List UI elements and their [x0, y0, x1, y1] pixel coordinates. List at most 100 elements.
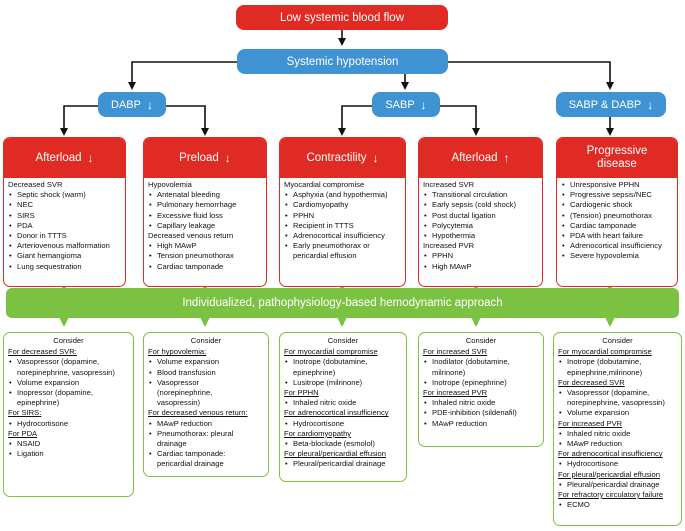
category-box: Afterload↓Decreased SVRSeptic shock (war…	[3, 137, 126, 287]
branch-sabp-dabp: SABP & DABP ↓	[556, 92, 666, 117]
consider-item: MAwP reduction	[558, 439, 677, 449]
category-item: Giant hemangioma	[8, 251, 121, 261]
up-arrow-icon: ↑	[503, 150, 510, 165]
category-group-label: Decreased SVR	[8, 180, 63, 189]
category-item: Excessive fluid loss	[148, 211, 262, 221]
category-group-label: Myocardial compromise	[284, 180, 365, 189]
category-header: Contractility↓	[280, 138, 405, 178]
consider-title: Consider	[327, 336, 359, 345]
category-item: Progressive sepsis/NEC	[561, 190, 673, 200]
consider-item: Inotrope (dobutamine,	[284, 357, 402, 367]
category-group-label: Increased SVR	[423, 180, 475, 189]
consider-heading: For PDA	[8, 428, 38, 438]
consider-heading: For pleural/pericardial effusion	[558, 469, 661, 479]
consider-item: Beta-blockade (esmolol)	[284, 439, 402, 449]
category-item: Early pneumothorax or	[284, 241, 401, 251]
consider-item: Hydrocortisone	[8, 419, 129, 429]
category-header: Afterload↑	[419, 138, 542, 178]
top-node: Low systemic blood flow	[236, 5, 448, 30]
category-item: Adrenocortical insufficiency	[561, 241, 673, 251]
consider-heading: For increased PVR	[558, 418, 623, 428]
category-item: Recipient in TTTS	[284, 221, 401, 231]
category-title: Afterload	[35, 151, 82, 164]
consider-heading: For pleural/pericardial effusion	[284, 449, 387, 459]
category-item: SIRS	[8, 211, 121, 221]
consider-title: Consider	[465, 336, 497, 345]
category-item: High MAwP	[148, 241, 262, 251]
category-item: Severe hypovolemia	[561, 251, 673, 261]
category-header: Preload ↓	[144, 138, 266, 178]
consider-item: Vasopressor	[148, 378, 264, 388]
category-group-label: Hypovolemia	[148, 180, 192, 189]
top-node-label: Low systemic blood flow	[280, 11, 404, 24]
category-item: Cardiac tamponade	[148, 262, 262, 272]
consider-item: Inhaled nitric oxide	[558, 429, 677, 439]
down-arrow-icon: ↓	[224, 150, 231, 165]
category-group-label: Decreased venous return	[148, 231, 234, 241]
consider-item: MAwP reduction	[423, 419, 539, 429]
category-item: High MAwP	[423, 262, 538, 272]
hypotension-node: Systemic hypotension	[237, 49, 448, 74]
consider-item: Inotrope (epinephrine)	[423, 378, 539, 388]
consider-item-continued: (norepinephrine,	[157, 388, 213, 398]
consider-heading: For decreased venous return:	[148, 408, 248, 418]
category-item: Cardiogenic shock	[561, 200, 673, 210]
consider-heading: For decreased SVR:	[8, 347, 77, 357]
consider-heading: For increased SVR	[423, 347, 488, 357]
category-item: PDA with heart failure	[561, 231, 673, 241]
consider-heading: For myocardial compromise	[558, 347, 652, 357]
consider-item: MAwP reduction	[148, 419, 264, 429]
category-item: Donor in TTTS	[8, 231, 121, 241]
category-item: Early sepsis (cold shock)	[423, 200, 538, 210]
consider-item-continued: epinephrine)	[17, 398, 60, 408]
category-group-label: Increased PVR	[423, 241, 475, 251]
consider-item: ECMO	[558, 500, 677, 510]
consider-item: Inhaled nitric oxide	[423, 398, 539, 408]
consider-item-continued: norepinephrine, vasopressin)	[567, 398, 665, 408]
consider-item-continued: epinephrine)	[293, 367, 336, 377]
consider-item-continued: norepinephrine, vasopressin)	[17, 367, 115, 377]
consider-item: Hydrocortisone	[284, 419, 402, 429]
consider-item: Vasopressor (dopamine,	[558, 388, 677, 398]
consider-item: Inotrope (dobutamine,	[558, 357, 677, 367]
category-item: PPHN	[284, 211, 401, 221]
consider-item: Inhaled nitric oxide	[284, 398, 402, 408]
consider-item: NSAID	[8, 439, 129, 449]
approach-label: Individualized, pathophysiology-based he…	[182, 297, 503, 309]
category-box: Preload ↓ HypovolemiaAntenatal bleedingPul…	[143, 137, 267, 287]
category-item: Tension pneumothorax	[148, 251, 262, 261]
consider-item: Ligation	[8, 449, 129, 459]
category-item: Adrenocortical insufficiency	[284, 231, 401, 241]
category-item: Post ductal ligation	[423, 211, 538, 221]
category-item: PPHN	[423, 251, 538, 261]
consider-item-continued: pericardial drainage	[157, 459, 224, 469]
category-item: Pulmonary hemorrhage	[148, 200, 262, 210]
consider-item: Volume expansion	[8, 378, 129, 388]
category-item: Arteriovenous malformation	[8, 241, 121, 251]
consider-item: Pneumothorax: pleural	[148, 429, 264, 439]
category-box: Afterload↑ Increased SVRTransitional circ…	[418, 137, 543, 287]
category-item: Capillary leakage	[148, 221, 262, 231]
category-item: Hypothermia	[423, 231, 538, 241]
category-title: Preload	[179, 151, 219, 164]
category-item: Antenatal bleeding	[148, 190, 262, 200]
category-item: Transitional circulation	[423, 190, 538, 200]
consider-title: Consider	[602, 336, 633, 345]
consider-item-continued: drainage	[157, 439, 187, 449]
consider-item-continued: epinephrine,milrinone)	[567, 367, 643, 377]
category-item: Cardiac tamponade	[561, 221, 673, 231]
category-item: Asphyxia (and hypothermia)	[284, 190, 401, 200]
category-box: Contractility↓ Myocardial compromiseAsphy…	[279, 137, 406, 287]
consider-heading: For SIRS:	[8, 408, 42, 418]
category-item: NEC	[8, 200, 121, 210]
consider-item: Vasopressor (dopamine,	[8, 357, 129, 367]
consider-heading: For myocardial compromise	[284, 347, 378, 357]
consider-heading: For cardiomyopathy	[284, 428, 352, 438]
consider-item: Volume expansion	[558, 408, 677, 418]
consider-heading: For increased PVR	[423, 388, 488, 398]
category-item: pericardial effusion	[293, 251, 357, 261]
